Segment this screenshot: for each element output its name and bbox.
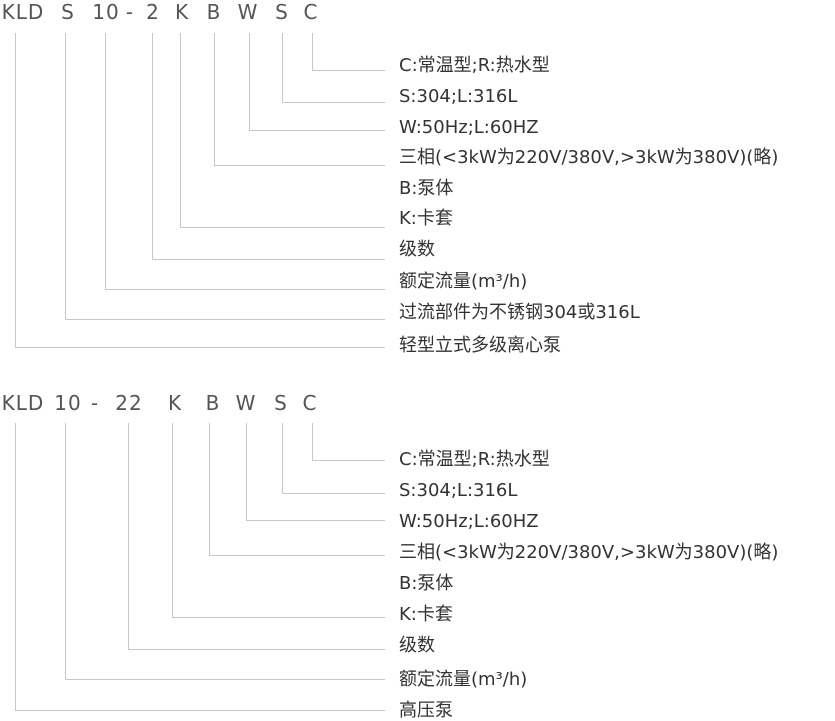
connector-line — [312, 423, 385, 461]
model-code-segment: 10 — [92, 0, 120, 24]
connector-line — [65, 33, 385, 320]
model-code-segment: W — [235, 391, 257, 415]
model-code-segment: S — [61, 0, 75, 24]
model-code-segment: B — [206, 0, 222, 24]
model-code-segment: 22 — [115, 391, 143, 415]
model-code-segment: W — [237, 0, 259, 24]
code-description: C:常温型;R:热水型 — [399, 55, 550, 76]
code-description: B:泵体 — [399, 178, 454, 199]
code-description: 额定流量(m³/h) — [399, 669, 528, 690]
code-description: 高压泵 — [399, 700, 453, 721]
connector-line — [312, 33, 385, 71]
code-description: W:50Hz;L:60HZ — [399, 117, 539, 138]
model-code-segment: B — [205, 391, 221, 415]
code-description: B:泵体 — [399, 573, 454, 594]
connector-line — [246, 423, 385, 521]
connector-line — [128, 423, 385, 650]
model-code-segment: K — [167, 391, 183, 415]
connector-line — [152, 33, 385, 260]
code-description: C:常温型;R:热水型 — [399, 449, 550, 470]
code-description: 三相(<3kW为220V/380V,>3kW为380V)(略) — [399, 542, 779, 563]
code-description: 级数 — [399, 239, 435, 260]
connector-line — [105, 33, 385, 290]
code-description: 额定流量(m³/h) — [399, 271, 528, 292]
model-code-segment: C — [303, 0, 319, 24]
connector-line — [249, 33, 385, 131]
connector-line — [282, 423, 385, 494]
connector-line — [65, 423, 385, 680]
model-code-segment: 2 — [146, 0, 160, 24]
code-description: K:卡套 — [399, 208, 453, 229]
model-code-segment: 10 — [54, 391, 82, 415]
code-description: K:卡套 — [399, 604, 453, 625]
connector-line — [15, 423, 385, 711]
code-description: S:304;L:316L — [399, 480, 518, 501]
model-code-segment: KLD — [1, 0, 45, 24]
model-code-segment: - — [125, 0, 135, 24]
model-code-segment: KLD — [1, 391, 45, 415]
connector-line — [214, 33, 385, 166]
code-description: 轻型立式多级离心泵 — [399, 335, 561, 356]
code-description: S:304;L:316L — [399, 86, 518, 107]
code-description: W:50Hz;L:60HZ — [399, 511, 539, 532]
connector-line — [15, 33, 385, 348]
connector-line — [209, 423, 385, 556]
model-code-segment: C — [302, 391, 318, 415]
connector-line — [180, 33, 385, 228]
code-description: 三相(<3kW为220V/380V,>3kW为380V)(略) — [399, 147, 779, 168]
code-description: 级数 — [399, 635, 435, 656]
model-code-segment: S — [275, 0, 289, 24]
model-code-segment: - — [90, 391, 100, 415]
connector-line — [172, 423, 385, 618]
model-code-segment: K — [174, 0, 190, 24]
model-code-segment: S — [274, 391, 288, 415]
code-description: 过流部件为不锈钢304或316L — [399, 302, 640, 323]
connector-line — [282, 33, 385, 103]
